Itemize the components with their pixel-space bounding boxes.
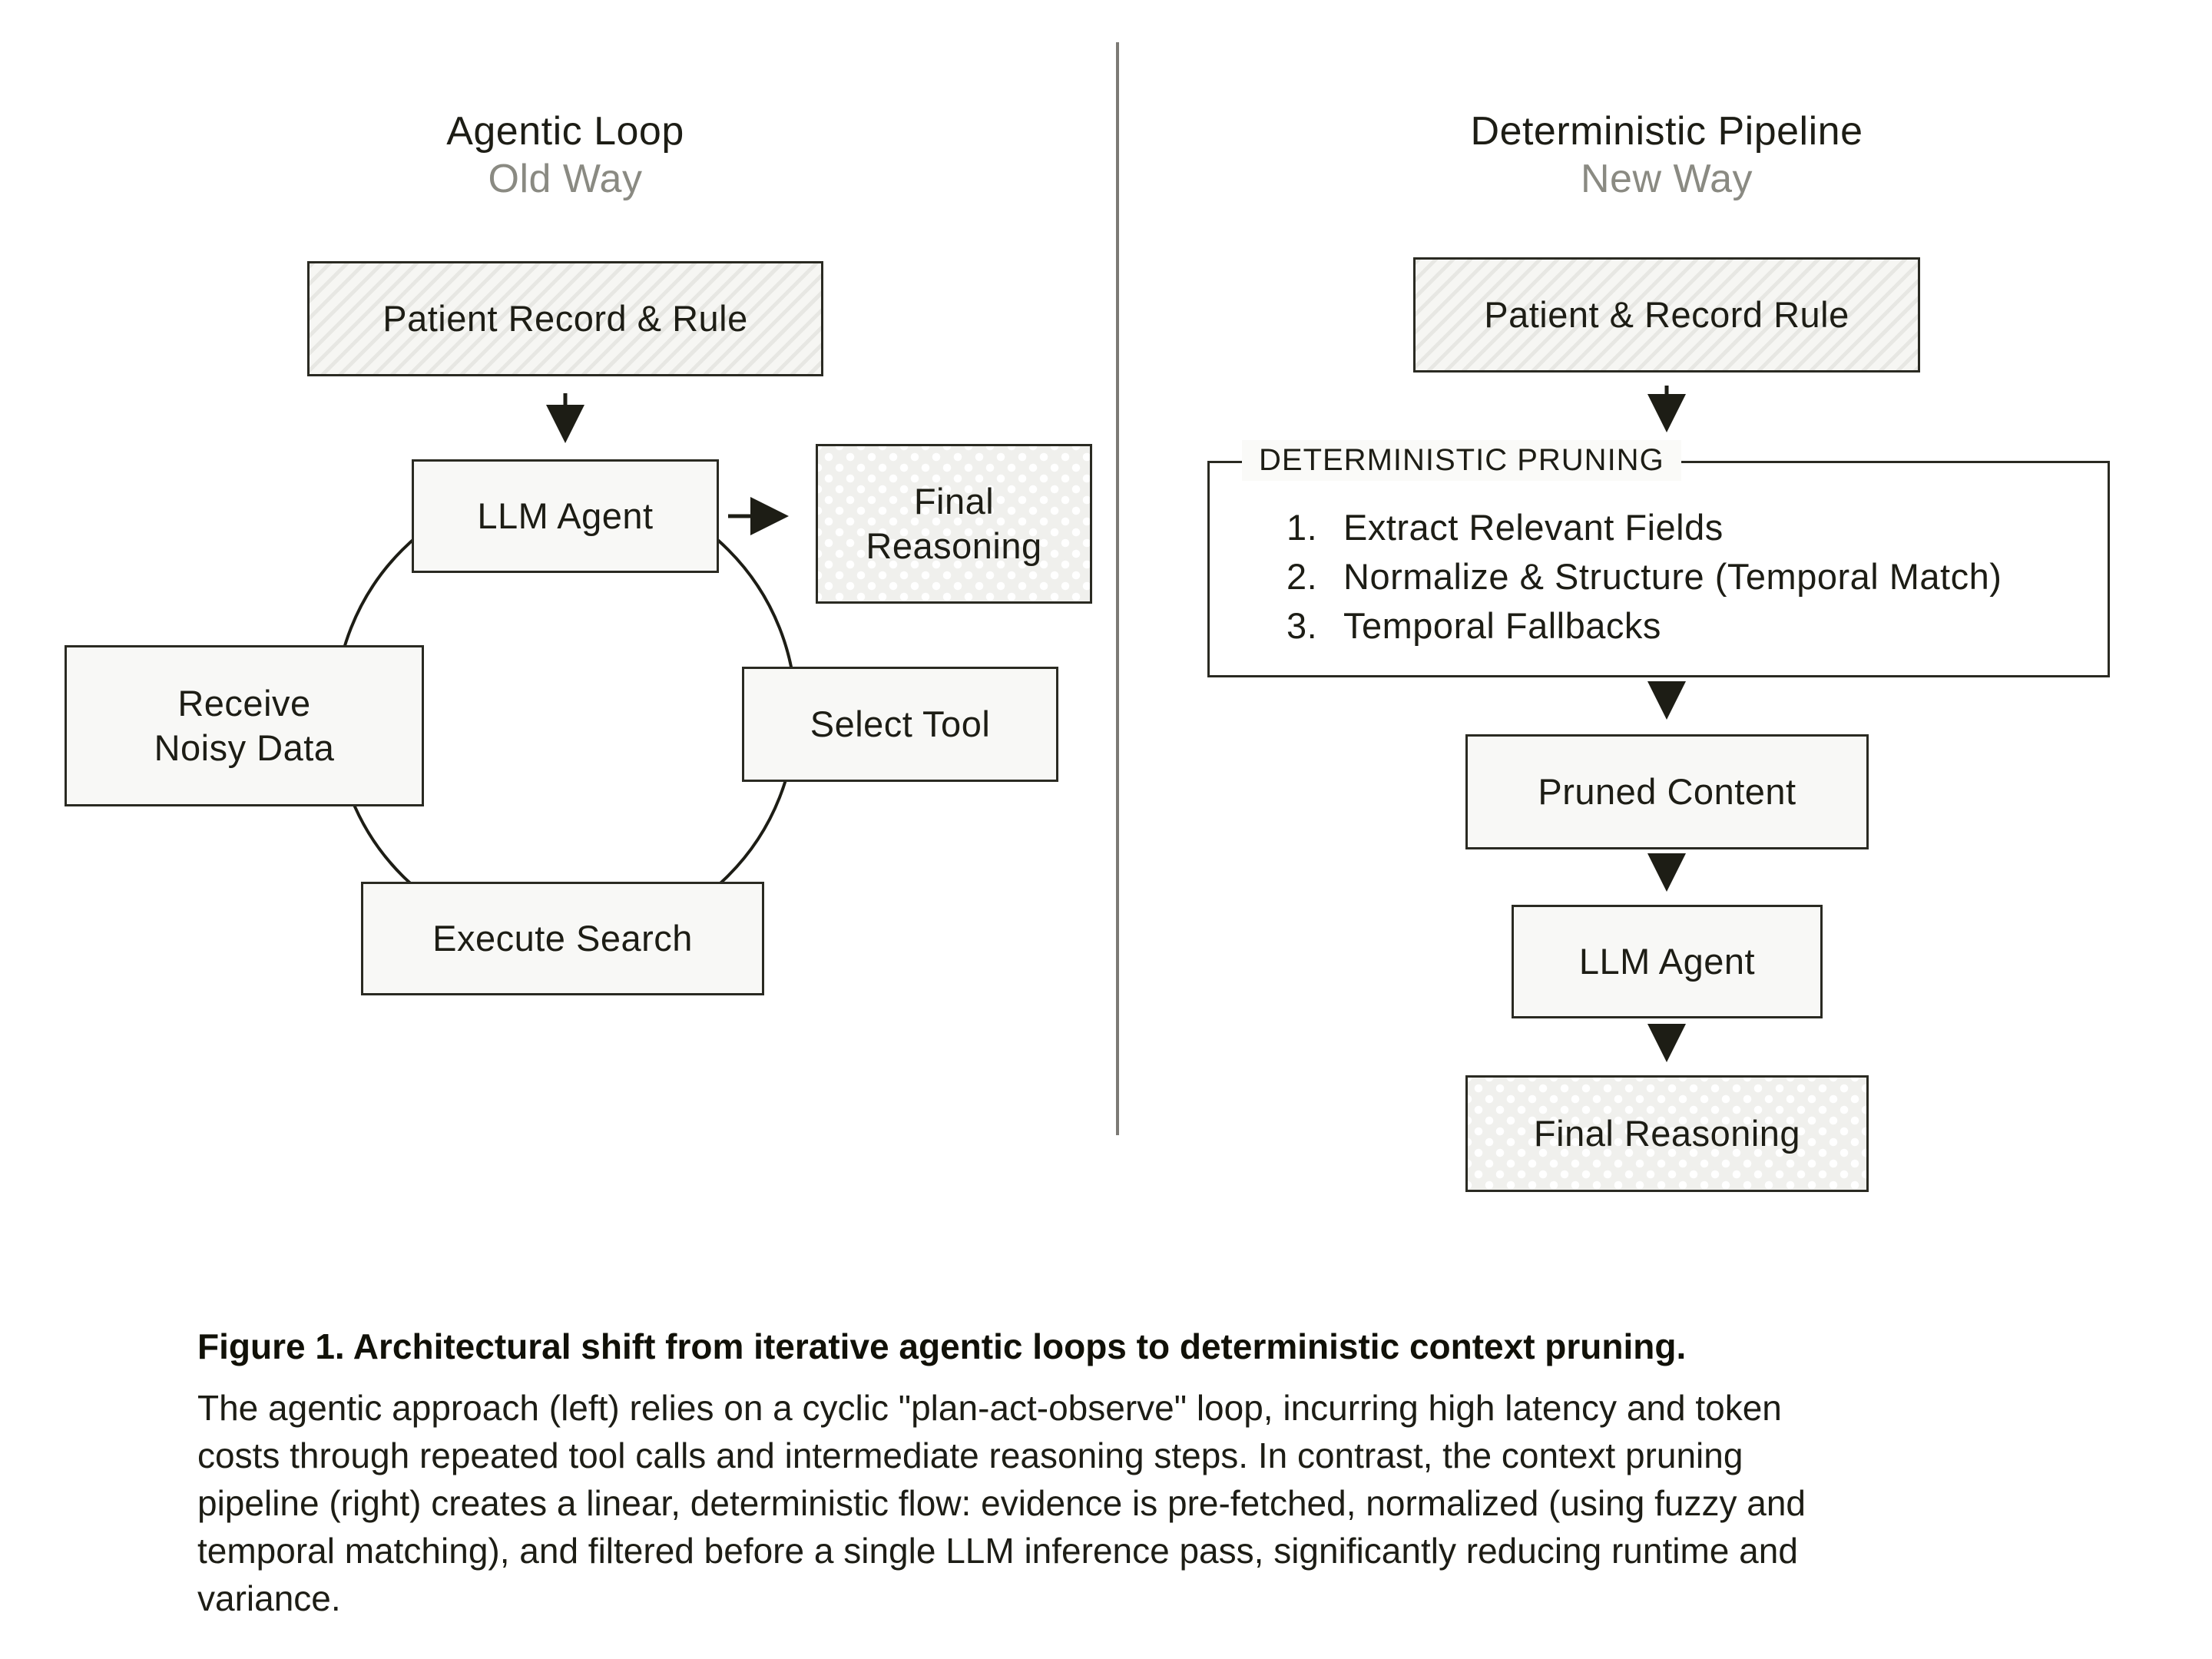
- node-label: Patient & Record Rule: [1484, 294, 1849, 335]
- pruning-step: 2. Normalize & Structure (Temporal Match…: [1286, 552, 2077, 601]
- step-number: 2.: [1286, 556, 1318, 597]
- pruning-step: 1. Extract Relevant Fields: [1286, 503, 2077, 552]
- figure-caption-line: costs through repeated tool calls and in…: [197, 1435, 1743, 1475]
- node-label: LLM Agent: [1578, 941, 1756, 982]
- right-panel-title: Deterministic Pipeline: [1470, 109, 1863, 154]
- figure-caption-line: variance.: [197, 1578, 341, 1618]
- node-final-reasoning-left: Final Reasoning: [816, 444, 1092, 604]
- step-text: Extract Relevant Fields: [1343, 507, 1724, 548]
- step-text: Normalize & Structure (Temporal Match): [1343, 556, 2002, 597]
- left-panel-title: Agentic Loop: [446, 109, 684, 154]
- step-text: Temporal Fallbacks: [1343, 605, 1661, 646]
- node-label: LLM Agent: [477, 495, 654, 536]
- pruning-steps: 1. Extract Relevant Fields 2. Normalize …: [1210, 463, 2108, 651]
- figure-caption-line: The agentic approach (left) relies on a …: [197, 1388, 1782, 1428]
- node-label: Execute Search: [432, 918, 693, 959]
- node-label-line: Noisy Data: [154, 727, 335, 768]
- node-select-tool: Select Tool: [742, 667, 1058, 782]
- node-label: Select Tool: [810, 704, 991, 744]
- node-patient-record-rule-right: Patient & Record Rule: [1413, 257, 1920, 373]
- left-panel-subtitle: Old Way: [488, 157, 643, 201]
- node-execute-search: Execute Search: [361, 882, 764, 995]
- deterministic-pruning-box: DETERMINISTIC PRUNING 1. Extract Relevan…: [1207, 440, 2110, 677]
- node-label-line: Receive: [177, 683, 311, 724]
- node-pruned-content: Pruned Content: [1465, 734, 1869, 849]
- node-patient-record-rule-left: Patient Record & Rule: [307, 261, 823, 376]
- figure-caption-line: temporal matching), and filtered before …: [197, 1531, 1798, 1571]
- step-number: 3.: [1286, 605, 1318, 646]
- panel-divider: [1116, 42, 1119, 1135]
- node-label: Patient Record & Rule: [382, 298, 748, 339]
- node-label-line: Reasoning: [866, 525, 1042, 566]
- deterministic-pruning-label: DETERMINISTIC PRUNING: [1242, 440, 1681, 481]
- node-receive-noisy-data: Receive Noisy Data: [65, 645, 424, 806]
- figure-caption-title: Figure 1. Architectural shift from itera…: [197, 1326, 1687, 1366]
- node-final-reasoning-right: Final Reasoning: [1465, 1075, 1869, 1192]
- figure-caption-body: The agentic approach (left) relies on a …: [197, 1384, 2056, 1622]
- node-label-line: Final: [913, 481, 995, 522]
- node-llm-agent-right: LLM Agent: [1512, 905, 1823, 1018]
- node-label: Final Reasoning: [1533, 1113, 1801, 1154]
- node-llm-agent-left: LLM Agent: [412, 459, 719, 573]
- figure-caption-line: pipeline (right) creates a linear, deter…: [197, 1483, 1806, 1523]
- right-panel-subtitle: New Way: [1580, 157, 1753, 201]
- pruning-step: 3. Temporal Fallbacks: [1286, 601, 2077, 651]
- node-label: Pruned Content: [1538, 771, 1796, 812]
- step-number: 1.: [1286, 507, 1318, 548]
